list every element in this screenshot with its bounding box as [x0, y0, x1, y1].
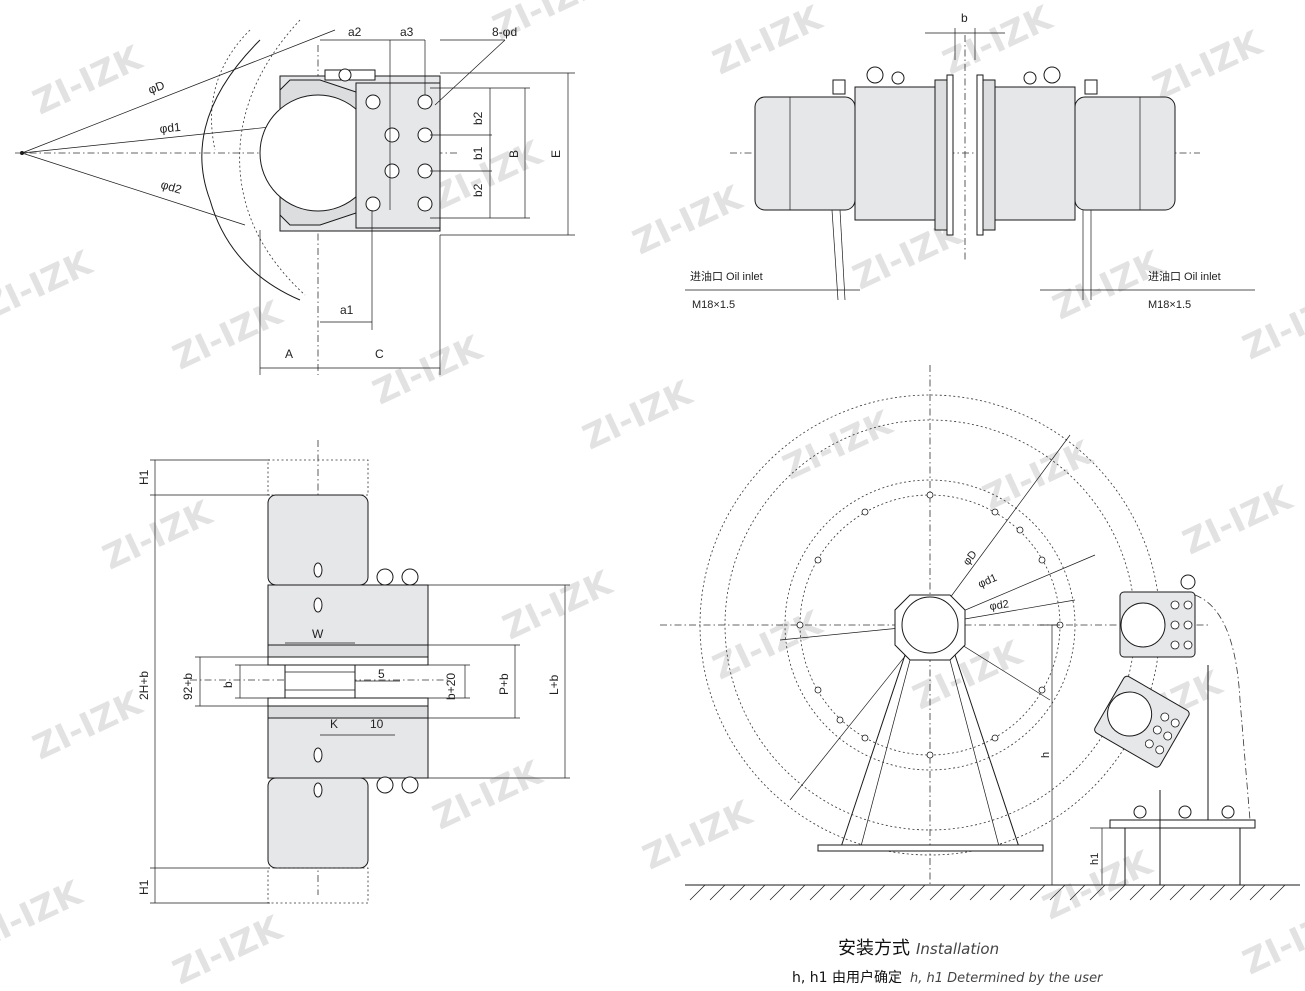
- installation-caption-title: 安装方式 Installation: [838, 934, 999, 960]
- label-b20: b+20: [444, 673, 458, 700]
- label-b2-bottom: b2: [471, 183, 485, 197]
- label-oil-inlet-right: 进油口 Oil inlet: [1148, 269, 1221, 283]
- watermark: ZI-IZK: [627, 178, 750, 264]
- label-a2: a2: [348, 25, 362, 39]
- label-phid2: φd2: [159, 177, 183, 196]
- label-b-side: b: [221, 681, 235, 688]
- watermark: ZI-IZK: [1177, 478, 1300, 564]
- label-phid1: φd1: [159, 120, 182, 136]
- label-H1-top: H1: [137, 469, 151, 485]
- watermark: ZI-IZK: [1047, 243, 1170, 329]
- caption-title-en: Installation: [916, 940, 1000, 958]
- caption-sub-cn: h, h1 由用户确定: [792, 970, 903, 986]
- watermark: ZI-IZK: [167, 908, 290, 991]
- watermark: ZI-IZK: [167, 293, 290, 379]
- label-K: K: [330, 717, 338, 731]
- top-left-view: φD φd1 φd2 a2 a3 8-φd b2 b1 b2 B E a1 A …: [15, 19, 575, 375]
- watermark: ZI-IZK: [97, 493, 220, 579]
- label-Pb: P+b: [497, 673, 511, 695]
- watermark: ZI-IZK: [497, 563, 620, 649]
- label-10: 10: [370, 717, 384, 731]
- watermark: ZI-IZK: [577, 373, 700, 459]
- label-5: 5: [378, 667, 385, 681]
- label-Lb: L+b: [547, 674, 561, 695]
- installation-caption-subtitle: h, h1 由用户确定 h, h1 Determined by the user: [792, 967, 1102, 987]
- watermark: ZI-IZK: [0, 873, 90, 959]
- label-thread-left: M18×1.5: [692, 299, 735, 311]
- label-install-phid2: φd2: [989, 598, 1010, 613]
- label-2Hb: 2H+b: [137, 671, 151, 700]
- top-right-view: b 进油口 Oil inlet M18×1.5 进油口 Oil inlet M1…: [685, 11, 1255, 311]
- side-view: H1 2H+b H1 W 92+b b 5 b+20 P+b L+b K 10: [137, 440, 570, 904]
- caption-title-cn: 安装方式: [838, 938, 910, 959]
- label-A: A: [285, 347, 293, 361]
- watermark: ZI-IZK: [367, 328, 490, 414]
- watermark: ZI-IZK: [1147, 23, 1270, 109]
- watermark: ZI-IZK: [427, 753, 550, 839]
- label-holes: 8-φd: [492, 25, 517, 39]
- label-install-phid1: φd1: [976, 572, 999, 591]
- watermark: ZI-IZK: [637, 793, 760, 879]
- label-C: C: [375, 347, 384, 361]
- label-a3: a3: [400, 25, 414, 39]
- label-install-h1: h1: [1089, 853, 1101, 865]
- label-install-phiD: φD: [961, 549, 980, 568]
- watermark: ZI-IZK: [0, 243, 100, 329]
- watermark: ZI-IZK: [1237, 898, 1305, 984]
- watermark: ZI-IZK: [977, 433, 1100, 519]
- label-b2-top: b2: [471, 111, 485, 125]
- label-b1: b1: [471, 146, 485, 160]
- watermark: ZI-IZK: [27, 683, 150, 769]
- label-a1: a1: [340, 303, 354, 317]
- label-W: W: [312, 627, 324, 641]
- label-install-h: h: [1040, 752, 1052, 758]
- label-92b: 92+b: [181, 673, 195, 700]
- label-oil-inlet-left: 进油口 Oil inlet: [690, 269, 763, 283]
- caption-sub-en: h, h1 Determined by the user: [910, 971, 1103, 986]
- label-phiD: φD: [146, 78, 167, 97]
- label-B: B: [507, 150, 521, 158]
- watermark: ZI-IZK: [1237, 283, 1305, 369]
- label-b: b: [961, 11, 968, 25]
- watermark: ZI-IZK: [777, 403, 900, 489]
- label-H1-bottom: H1: [137, 879, 151, 895]
- watermark: ZI-IZK: [707, 0, 830, 83]
- watermark: ZI-IZK: [427, 133, 550, 219]
- label-thread-right: M18×1.5: [1148, 299, 1191, 311]
- installation-view: φD φd1 φd2 h h1: [660, 365, 1300, 901]
- label-E: E: [549, 150, 563, 158]
